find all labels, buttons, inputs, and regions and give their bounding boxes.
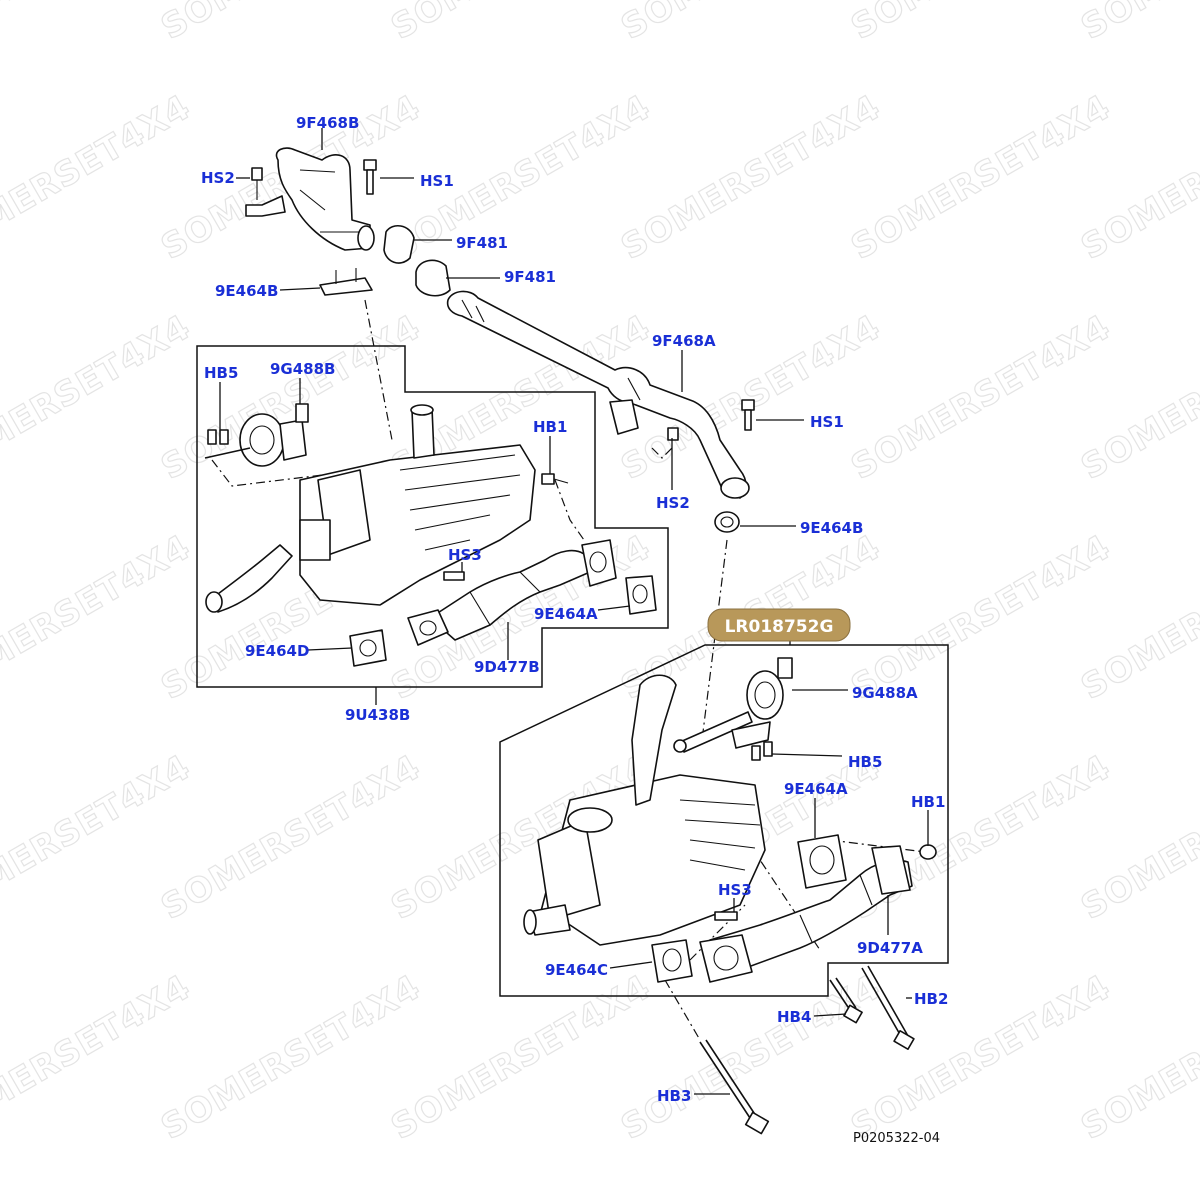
- actuator-9g488a: [673, 657, 793, 753]
- label-hb5-right: HB5: [848, 753, 882, 771]
- label-hs3-left: HS3: [448, 546, 482, 564]
- clamp-9f481-b: [415, 259, 451, 297]
- bolt-hb5-right: [751, 741, 773, 761]
- hose-9f468b: [245, 147, 375, 251]
- flange-right: [699, 934, 753, 983]
- label-9u438b: 9U438B: [345, 706, 410, 724]
- watermark-text: SOMERSET4X4: [615, 87, 888, 268]
- bolt-hb2: [861, 965, 915, 1050]
- label-hs3-right: HS3: [718, 881, 752, 899]
- label-9d477a: 9D477A: [857, 939, 923, 957]
- clamp-9f481-a: [383, 225, 415, 264]
- label-9g488a: 9G488A: [852, 684, 918, 702]
- part-labels: 9F468B HS2 HS1 9F481 9F481 9E464B 9F468A…: [201, 114, 948, 1105]
- label-9e464b-mid: 9E464B: [800, 519, 863, 537]
- bolt-hb1-left: [541, 473, 569, 485]
- bolt-hb5-left: [207, 429, 229, 445]
- label-hs2-top: HS2: [201, 169, 235, 187]
- flange-left: [407, 539, 617, 646]
- label-hs1-top: HS1: [420, 172, 454, 190]
- watermark-text: SOMERSET4X4: [845, 967, 1118, 1148]
- label-9f481-a: 9F481: [456, 234, 508, 252]
- label-9e464a-right: 9E464A: [784, 780, 848, 798]
- label-9d477b: 9D477B: [474, 658, 540, 676]
- label-hb3: HB3: [657, 1087, 691, 1105]
- leader-lines: [219, 128, 929, 1095]
- watermark-text: SOMERSET4X4: [845, 527, 1118, 708]
- bolt-hs1-mid: [741, 399, 755, 431]
- gasket-9e464b-mid: [714, 511, 740, 533]
- watermark-text: SOMERSET4X4: [1075, 0, 1200, 48]
- gasket-9e464d: [349, 629, 387, 667]
- label-9f468b: 9F468B: [296, 114, 359, 132]
- watermark-text: SOMERSET4X4: [845, 307, 1118, 488]
- gasket-9e464a-left: [625, 575, 657, 615]
- bolt-hb1-right: [919, 844, 937, 860]
- watermark-text: SOMERSET4X4: [615, 0, 888, 48]
- part-number-badge: LR018752G: [707, 608, 851, 642]
- label-9f481-b: 9F481: [504, 268, 556, 286]
- badge-background: [707, 608, 851, 642]
- watermark-text: SOMERSET4X4: [845, 0, 1118, 48]
- bolt-hs3-left: [443, 571, 465, 581]
- kit-frame-9u438b: [196, 345, 669, 688]
- egr-cooler-assembly-left: [205, 404, 536, 613]
- gasket-9e464b-top: [319, 268, 373, 296]
- egr-cooler-assembly-right: [523, 674, 766, 946]
- watermark-text: SOMERSET4X4: [385, 0, 658, 48]
- pipe-9d477b: [429, 549, 591, 641]
- label-9e464c: 9E464C: [545, 961, 608, 979]
- bolt-hb4: [829, 977, 863, 1024]
- pipe-9d477a: [709, 845, 913, 971]
- bolt-hb3: [699, 1039, 770, 1135]
- watermark-text: SOMERSET4X4: [385, 967, 658, 1148]
- watermark-text: SOMERSET4X4: [155, 967, 428, 1148]
- label-hb1-left: HB1: [533, 418, 567, 436]
- label-9e464b-top: 9E464B: [215, 282, 278, 300]
- label-9e464a-left: 9E464A: [534, 605, 598, 623]
- gasket-9e464c: [651, 939, 693, 983]
- watermark-text: SOMERSET4X4: [155, 0, 428, 48]
- badge-label: LR018752G: [725, 617, 834, 637]
- actuator-9g488b: [204, 403, 309, 467]
- label-hb4: HB4: [777, 1008, 811, 1026]
- label-hb1-right: HB1: [911, 793, 945, 811]
- label-hs2-mid: HS2: [656, 494, 690, 512]
- label-9f468a: 9F468A: [652, 332, 716, 350]
- bolt-hs3-right: [714, 911, 738, 921]
- label-9g488b: 9G488B: [270, 360, 336, 378]
- diagram-reference: P0205322-04: [853, 1131, 940, 1146]
- watermark-text: SOMERSET4X4: [845, 747, 1118, 928]
- label-hb5-left: HB5: [204, 364, 238, 382]
- watermark-text: SOMERSET4X4: [845, 87, 1118, 268]
- kit-frame-lr018752g: [499, 644, 949, 997]
- gasket-9e464a-right: [797, 834, 847, 889]
- bolt-hs2-mid: [667, 427, 679, 441]
- pipe-9f468a: [446, 290, 750, 499]
- bolt-hs2-top: [251, 167, 263, 200]
- label-hb2: HB2: [914, 990, 948, 1008]
- label-hs1-mid: HS1: [810, 413, 844, 431]
- label-9e464d: 9E464D: [245, 642, 309, 660]
- watermark-text: SOMERSET4X4: [155, 747, 428, 928]
- bolt-hs1-top: [363, 159, 377, 195]
